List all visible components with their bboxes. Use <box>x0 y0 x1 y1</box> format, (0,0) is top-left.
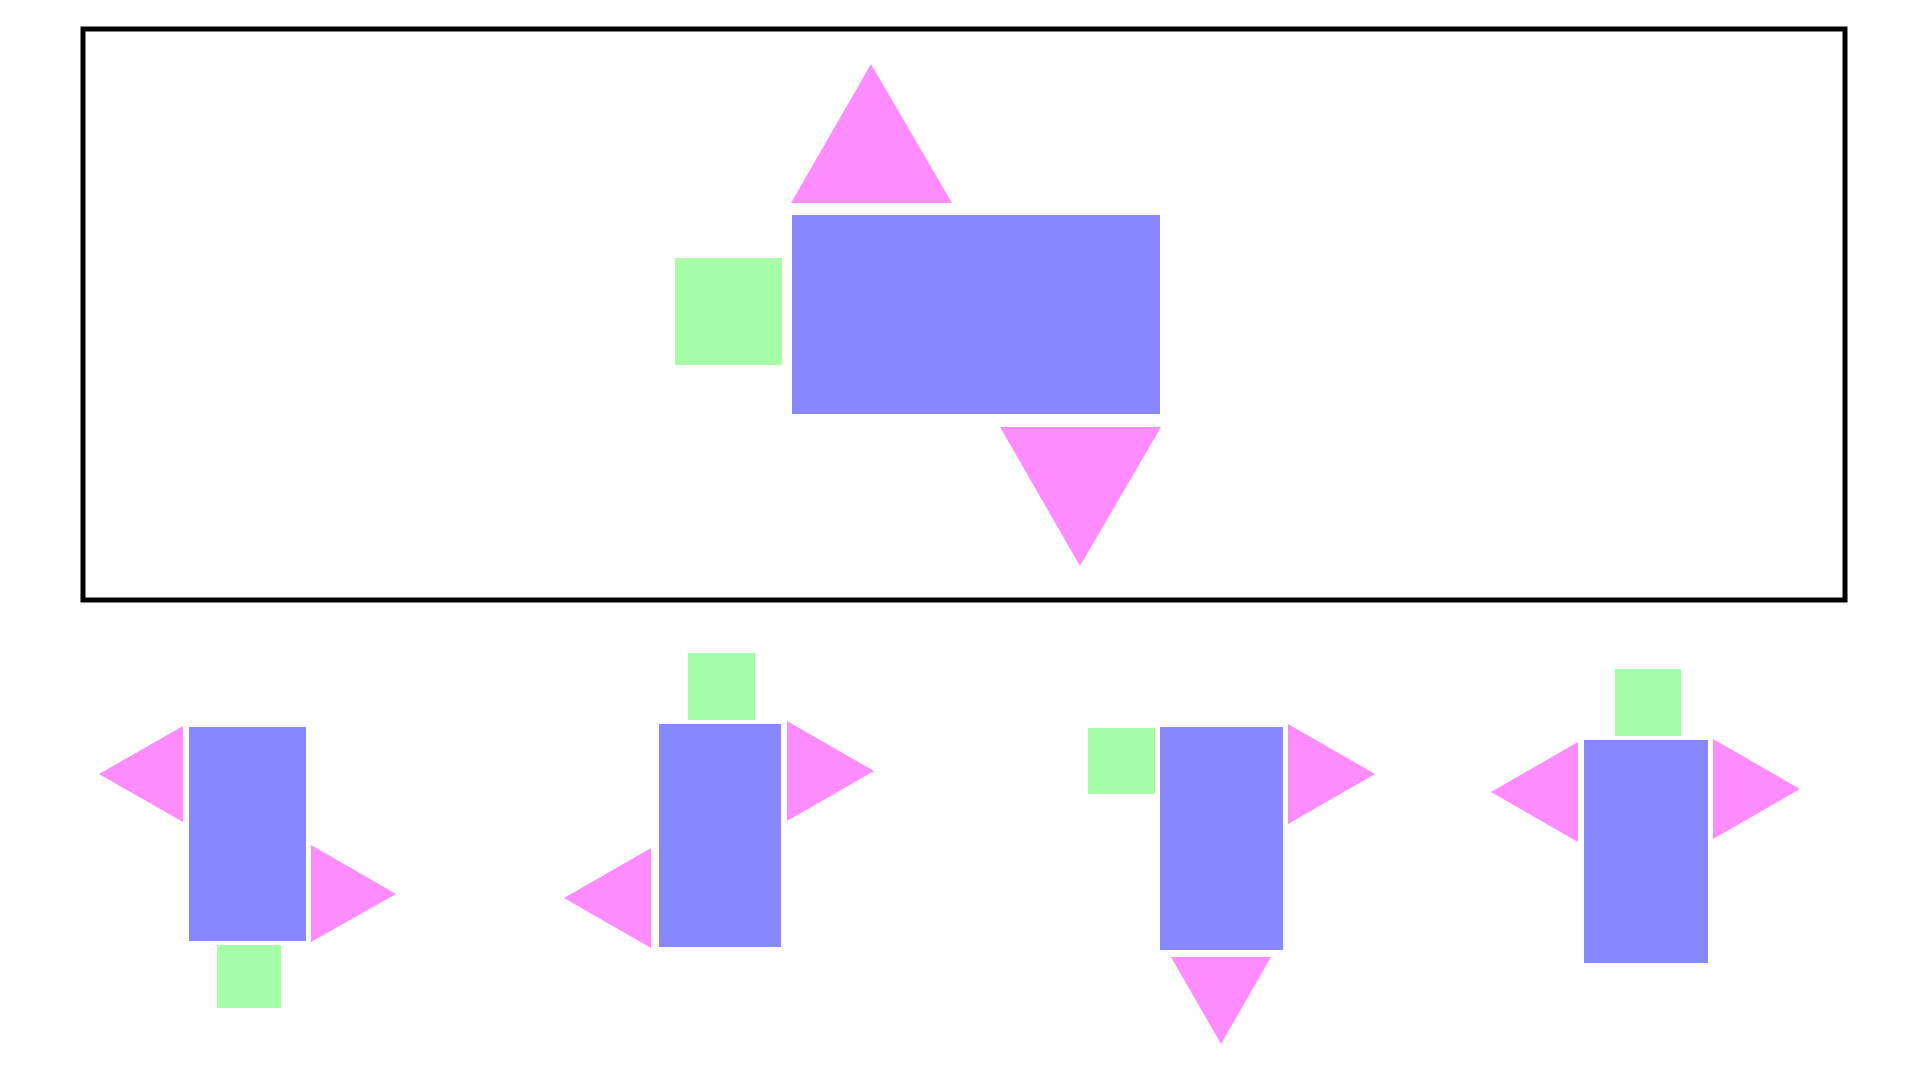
option-4-rectangle <box>1584 740 1708 963</box>
option-1[interactable] <box>99 726 396 1008</box>
option-2-triangle-left <box>564 848 651 948</box>
option-3-triangle-down <box>1171 957 1271 1044</box>
option-3-square <box>1088 728 1155 794</box>
option-4[interactable] <box>1491 669 1800 963</box>
option-1-triangle-left <box>99 726 183 822</box>
reference-frame <box>80 26 1848 603</box>
reference-square <box>675 258 782 365</box>
option-3-rectangle <box>1160 727 1283 950</box>
option-2-triangle-right <box>787 721 874 821</box>
reference-triangle-up <box>791 64 952 203</box>
option-3[interactable] <box>1088 724 1375 1044</box>
option-1-rectangle <box>189 727 306 941</box>
option-4-triangle-left <box>1491 742 1578 842</box>
option-4-triangle-right <box>1713 739 1800 839</box>
option-3-triangle-right <box>1288 724 1375 824</box>
reference-triangle-down <box>1000 427 1161 566</box>
option-4-square <box>1615 669 1681 736</box>
reference-figure <box>675 64 1161 566</box>
option-2[interactable] <box>564 653 874 948</box>
option-2-rectangle <box>659 724 781 947</box>
option-2-square <box>688 653 755 720</box>
reference-rectangle <box>792 215 1160 414</box>
option-1-triangle-right <box>311 845 396 942</box>
option-1-square <box>217 945 281 1008</box>
